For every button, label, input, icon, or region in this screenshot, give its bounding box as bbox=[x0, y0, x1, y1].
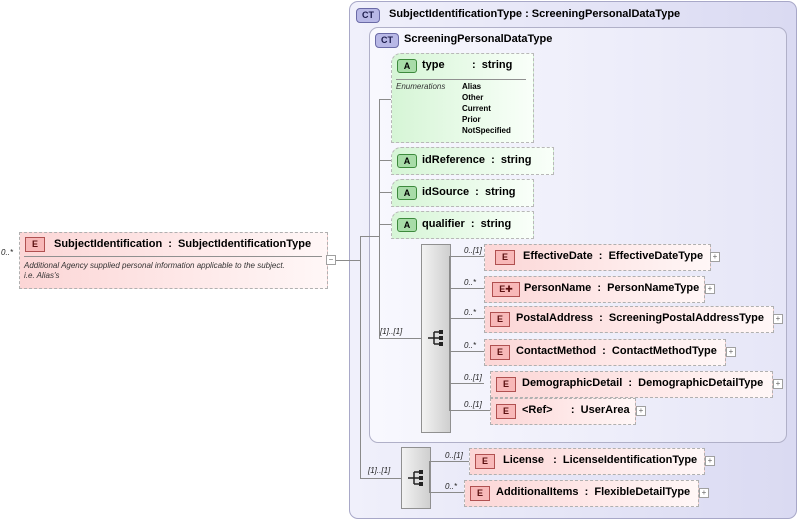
element-label: License : LicenseIdentificationType bbox=[503, 454, 698, 466]
collapse-toggle[interactable]: − bbox=[326, 255, 336, 265]
child-line bbox=[449, 256, 484, 257]
attribute-label: idReference : string bbox=[422, 154, 532, 166]
attribute-idsource-box[interactable]: A idSource : string bbox=[391, 179, 534, 207]
element-badge: E bbox=[490, 345, 510, 360]
attr-line-type bbox=[379, 99, 391, 100]
cardinality: 0..[1] bbox=[464, 400, 482, 409]
divider bbox=[24, 256, 322, 257]
root-doc-line2: i.e. Alias's bbox=[24, 271, 60, 280]
attribute-badge: A bbox=[397, 154, 417, 168]
sequence-compositor-inner[interactable] bbox=[421, 244, 451, 433]
trunk-line bbox=[360, 236, 361, 479]
element-badge: E bbox=[470, 486, 490, 501]
attr-line-idsource bbox=[379, 192, 391, 193]
attr-line-idreference bbox=[379, 160, 391, 161]
enum-item: Other bbox=[462, 93, 484, 102]
cardinality: 0..* bbox=[464, 308, 477, 317]
attribute-qualifier-box[interactable]: A qualifier : string bbox=[391, 211, 534, 239]
root-connector bbox=[327, 260, 361, 261]
cardinality: 0..* bbox=[464, 278, 477, 287]
enumeration-list: Alias Other Current Prior NotSpecified bbox=[462, 81, 511, 136]
attr-trunk bbox=[379, 99, 380, 339]
attribute-badge: A bbox=[397, 59, 417, 73]
complex-type-badge-outer: CT bbox=[356, 8, 380, 23]
child-line bbox=[449, 351, 484, 352]
outer-seq-cardinality: [1]..[1] bbox=[368, 466, 391, 475]
element-badge: E✚ bbox=[492, 282, 520, 297]
expand-toggle[interactable]: + bbox=[773, 379, 783, 389]
root-element-label: SubjectIdentification : SubjectIdentific… bbox=[54, 238, 312, 250]
root-cardinality: 0..* bbox=[1, 248, 14, 257]
inner-type-title: ScreeningPersonalDataType bbox=[404, 33, 553, 45]
expand-toggle[interactable]: + bbox=[710, 252, 720, 262]
element-label: <Ref> : UserArea bbox=[522, 404, 630, 416]
expand-toggle[interactable]: + bbox=[636, 406, 646, 416]
expand-toggle[interactable]: + bbox=[705, 284, 715, 294]
attr-line-qualifier bbox=[379, 224, 391, 225]
expand-toggle[interactable]: + bbox=[726, 347, 736, 357]
attribute-label: idSource : string bbox=[422, 186, 516, 198]
attribute-idreference-box[interactable]: A idReference : string bbox=[391, 147, 554, 175]
cardinality: 0..* bbox=[445, 482, 458, 491]
element-contactmethod[interactable]: E ContactMethod : ContactMethodType bbox=[484, 339, 726, 366]
child-line bbox=[429, 492, 464, 493]
element-ref-userarea[interactable]: E <Ref> : UserArea bbox=[490, 398, 636, 425]
element-label: PersonName : PersonNameType bbox=[524, 282, 700, 294]
child-line bbox=[449, 288, 484, 289]
complex-type-badge-inner: CT bbox=[375, 33, 399, 48]
element-label: PostalAddress : ScreeningPostalAddressTy… bbox=[516, 312, 764, 324]
attribute-name: type bbox=[422, 59, 445, 71]
attribute-badge: A bbox=[397, 186, 417, 200]
root-doc-line1: Additional Agency supplied personal info… bbox=[24, 261, 285, 270]
expand-toggle[interactable]: + bbox=[773, 314, 783, 324]
element-additionalitems[interactable]: E AdditionalItems : FlexibleDetailType bbox=[464, 480, 699, 507]
element-label: EffectiveDate : EffectiveDateType bbox=[523, 250, 704, 262]
inner-seq-connector bbox=[379, 338, 421, 339]
element-label: AdditionalItems : FlexibleDetailType bbox=[496, 486, 691, 498]
sequence-icon bbox=[408, 470, 423, 486]
element-effectivedate[interactable]: E EffectiveDate : EffectiveDateType bbox=[484, 244, 711, 271]
child-line bbox=[429, 461, 469, 462]
outer-seq-children-trunk bbox=[429, 461, 430, 492]
child-line bbox=[449, 383, 484, 384]
element-postaladdress[interactable]: E PostalAddress : ScreeningPostalAddress… bbox=[484, 306, 774, 333]
attribute-label: qualifier : string bbox=[422, 218, 512, 230]
enum-item: NotSpecified bbox=[462, 126, 511, 135]
attribute-type-box[interactable]: A type : string Enumerations Alias Other… bbox=[391, 53, 534, 143]
element-demographicdetail[interactable]: E DemographicDetail : DemographicDetailT… bbox=[490, 371, 773, 398]
inner-seq-cardinality: [1]..[1] bbox=[380, 327, 403, 336]
element-label: DemographicDetail : DemographicDetailTyp… bbox=[522, 377, 764, 389]
element-personname[interactable]: E✚ PersonName : PersonNameType bbox=[484, 276, 705, 303]
enumerations-label: Enumerations bbox=[396, 82, 446, 91]
sequence-icon bbox=[428, 330, 443, 346]
cardinality: 0..[1] bbox=[464, 373, 482, 382]
element-badge: E bbox=[496, 404, 516, 419]
enum-item: Alias bbox=[462, 82, 482, 91]
inner-seq-children-trunk bbox=[449, 256, 450, 410]
sequence-compositor-outer[interactable] bbox=[401, 447, 431, 509]
enum-item: Current bbox=[462, 104, 491, 113]
cardinality: 0..[1] bbox=[464, 246, 482, 255]
element-badge: E bbox=[495, 250, 515, 265]
enum-item: Prior bbox=[462, 115, 481, 124]
attr-branch bbox=[360, 236, 380, 237]
expand-toggle[interactable]: + bbox=[699, 488, 709, 498]
element-badge: E bbox=[490, 312, 510, 327]
element-license[interactable]: E License : LicenseIdentificationType bbox=[469, 448, 705, 475]
divider bbox=[396, 79, 526, 80]
child-line bbox=[449, 318, 484, 319]
outer-type-title: SubjectIdentificationType : ScreeningPer… bbox=[389, 8, 681, 20]
outer-seq-connector bbox=[360, 478, 401, 479]
expand-toggle[interactable]: + bbox=[705, 456, 715, 466]
child-line bbox=[449, 410, 490, 411]
element-badge: E bbox=[496, 377, 516, 392]
cardinality: 0..* bbox=[464, 341, 477, 350]
element-badge: E bbox=[475, 454, 495, 469]
element-label: ContactMethod : ContactMethodType bbox=[516, 345, 717, 357]
cardinality: 0..[1] bbox=[445, 451, 463, 460]
root-element-box[interactable]: E SubjectIdentification : SubjectIdentif… bbox=[19, 232, 328, 289]
attribute-badge: A bbox=[397, 218, 417, 232]
element-badge: E bbox=[25, 237, 45, 252]
attribute-type: : string bbox=[472, 59, 513, 71]
